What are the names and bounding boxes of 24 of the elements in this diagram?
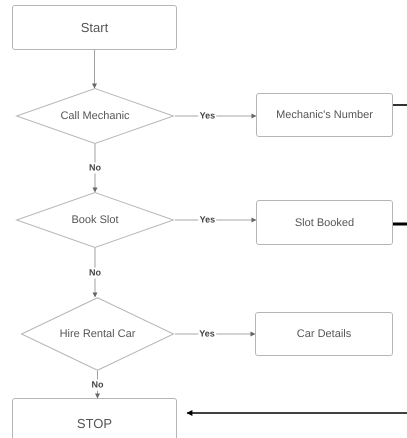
process-box: [12, 5, 177, 50]
edge-label: No: [88, 162, 102, 174]
edge-label: Yes: [198, 110, 216, 122]
edge-label: Yes: [198, 214, 216, 226]
arrow: [95, 370, 100, 398]
node-label: Call Mechanic: [60, 110, 130, 122]
node-label: Car Details: [296, 328, 352, 340]
arrow: [186, 410, 407, 416]
edge-label: No: [90, 379, 104, 390]
node-label: Book Slot: [71, 214, 119, 226]
arrow: [92, 248, 98, 298]
process-box: [256, 93, 393, 137]
process-box: [256, 200, 393, 245]
process-box: [12, 398, 177, 438]
arrow: [92, 50, 97, 88]
arrow: [92, 144, 98, 192]
process-box: [255, 312, 393, 356]
node-label: STOP: [76, 416, 112, 430]
node-label: Hire Rental Car: [60, 328, 136, 340]
node-label: Mechanic's Number: [276, 109, 373, 121]
node-label: Slot Booked: [294, 216, 354, 228]
edge-label: Yes: [198, 328, 216, 340]
node-label: Start: [80, 20, 108, 35]
edge-label: No: [88, 267, 102, 278]
